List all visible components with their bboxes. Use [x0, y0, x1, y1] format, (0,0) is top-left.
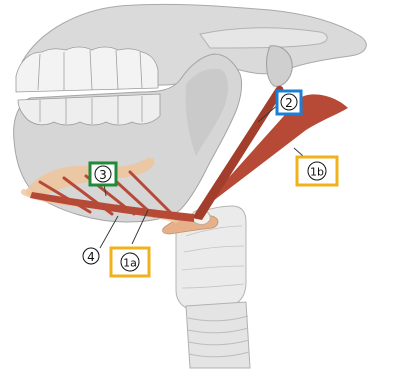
upper-teeth — [16, 47, 158, 92]
label-3: 3 — [99, 168, 107, 182]
teeth — [16, 47, 160, 125]
zygomatic-arch — [200, 28, 327, 48]
label-1b: 1b — [310, 166, 324, 179]
label-4: 4 — [87, 250, 95, 264]
label-2: 2 — [285, 96, 293, 110]
trachea — [186, 302, 250, 368]
label-1a: 1a — [123, 257, 137, 270]
